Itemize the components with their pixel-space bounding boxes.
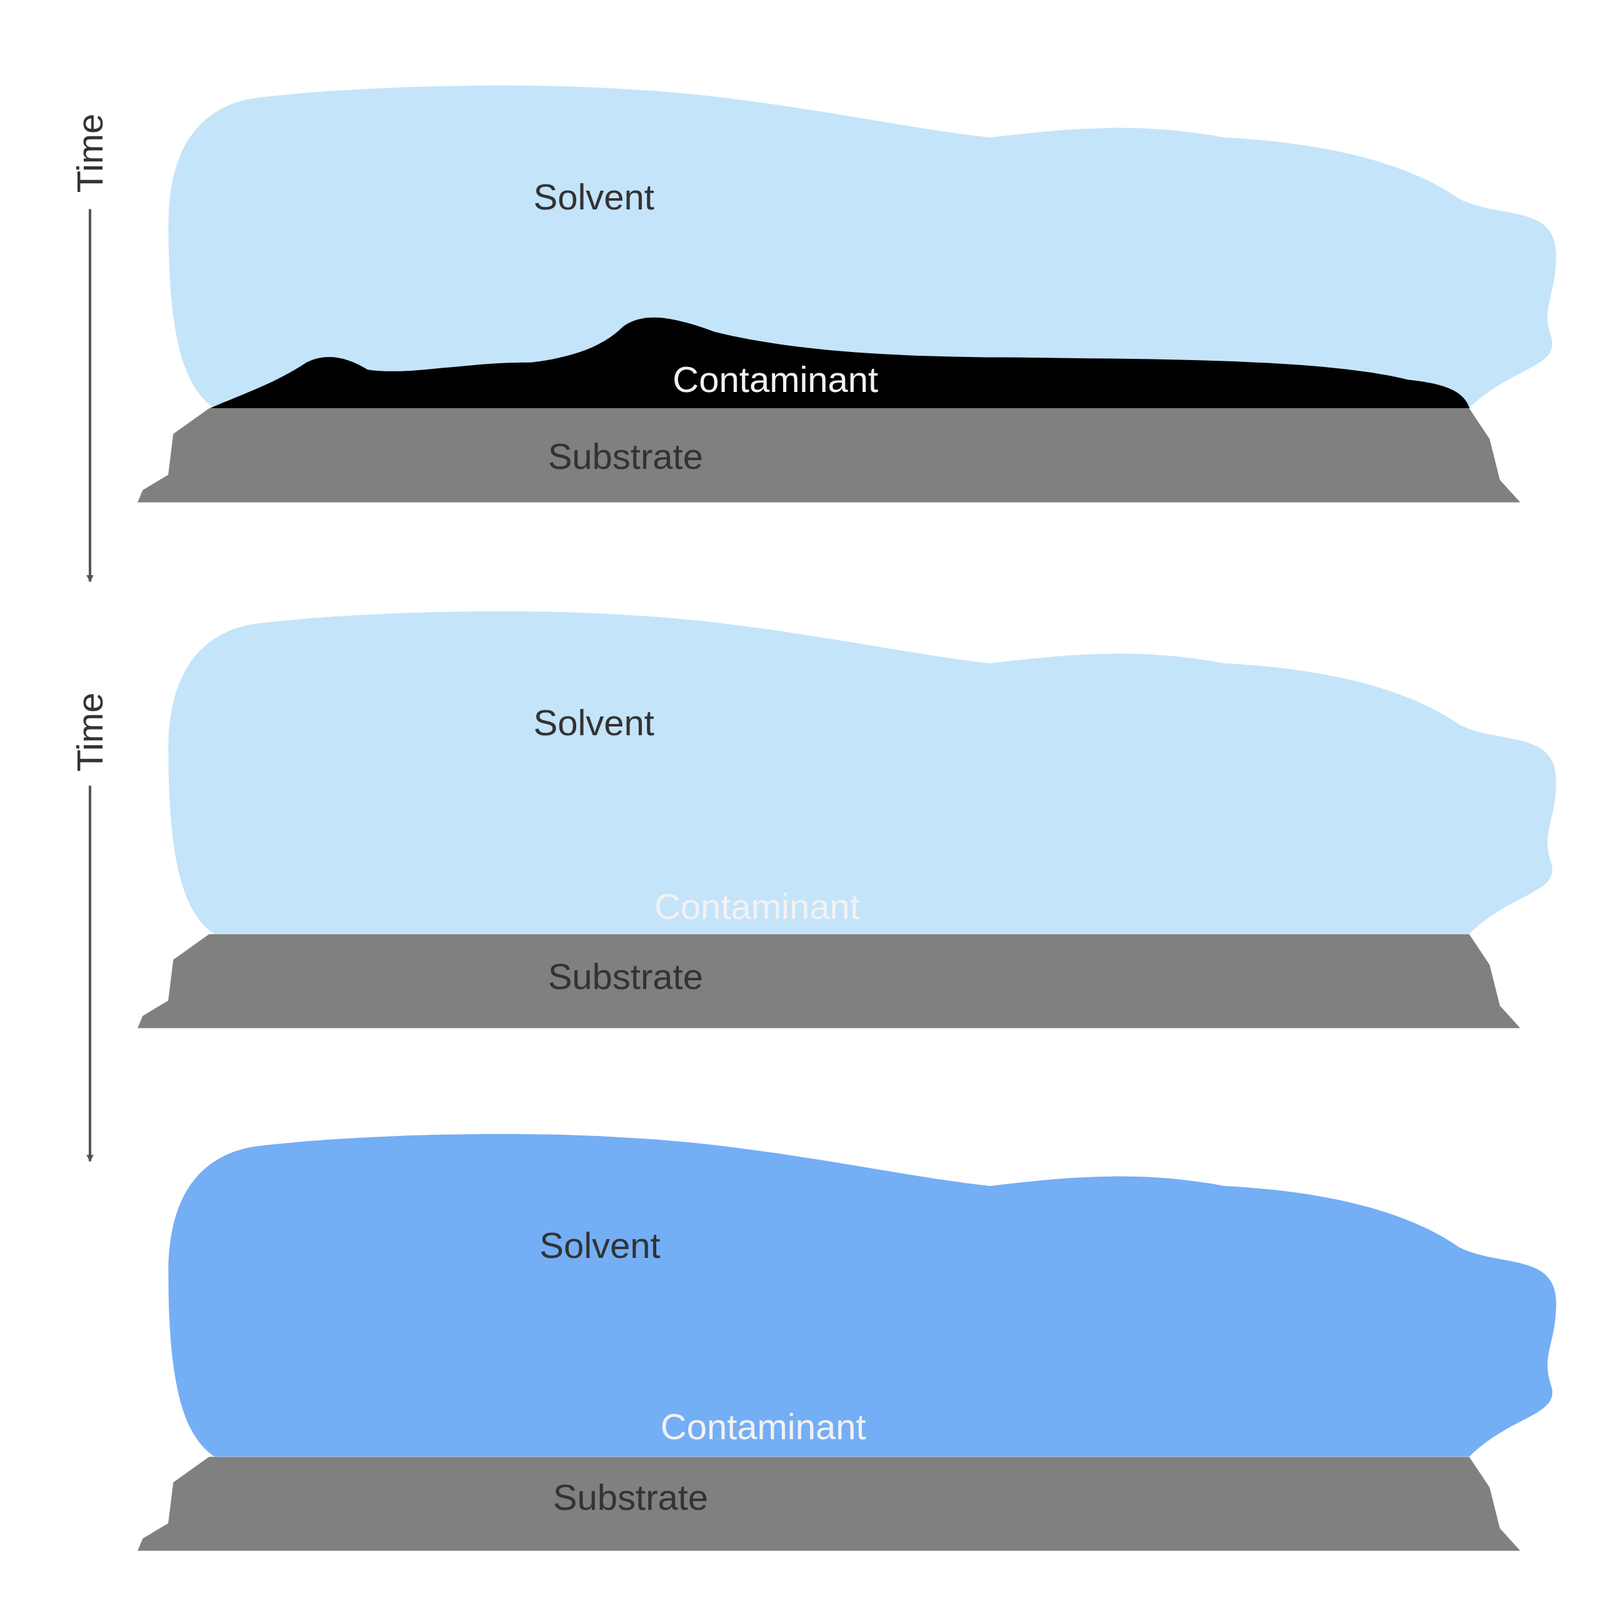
time-arrow — [88, 209, 92, 582]
contaminant-layer: Contaminant — [204, 790, 1475, 936]
time-label: Time — [70, 691, 110, 772]
contaminant-plume — [209, 1265, 1470, 1456]
solvent-label: Solvent — [539, 1225, 660, 1265]
contaminant-diffusion — [209, 788, 1470, 934]
solvent-region: Solvent — [161, 605, 1570, 938]
solvent-label: Solvent — [533, 176, 654, 217]
solvent-outline — [168, 611, 1556, 934]
layer-shape — [132, 406, 1526, 507]
substrate-outline — [137, 1456, 1520, 1550]
contaminant-label: Contaminant — [660, 1406, 867, 1447]
contaminant-layer: Contaminant — [204, 1280, 1475, 1459]
substrate-block: Substrate — [132, 1454, 1526, 1555]
contaminant-outline — [209, 317, 1470, 409]
contaminant-layer: Contaminant — [204, 306, 1475, 411]
solvent-outline — [168, 1133, 1556, 1457]
contaminant-residue — [209, 1374, 1470, 1457]
substrate-label: Substrate — [548, 436, 704, 477]
substrate-outline — [137, 408, 1520, 502]
substrate-label: Substrate — [548, 956, 704, 997]
solvent-outline — [168, 85, 1556, 409]
time-label: Time — [70, 113, 110, 194]
contaminant-label: Contaminant — [672, 359, 879, 400]
layer-shape — [161, 605, 1570, 938]
layer-shape — [132, 931, 1526, 1032]
solvent-label: Solvent — [533, 702, 654, 743]
substrate-label: Substrate — [553, 1476, 709, 1517]
substrate-outline — [137, 933, 1520, 1028]
layer-shape — [132, 1454, 1526, 1555]
time-arrow — [88, 785, 92, 1162]
substrate-block: Substrate — [132, 931, 1526, 1032]
contaminant-label: Contaminant — [654, 886, 860, 927]
substrate-block: Substrate — [132, 406, 1526, 507]
